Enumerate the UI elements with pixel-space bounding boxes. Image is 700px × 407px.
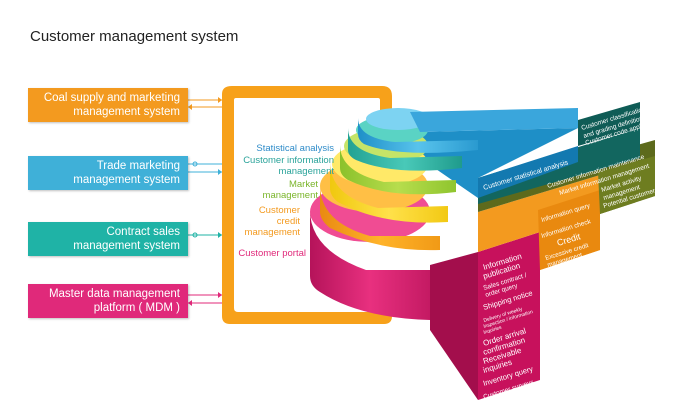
module-label: Customer portal	[238, 248, 306, 259]
module-market: Market management	[238, 179, 318, 201]
system-label: Coal supply and marketing	[43, 92, 180, 104]
module-customer-info: Customer information management	[228, 155, 334, 177]
module-customer-portal: Customer portal	[230, 248, 306, 259]
connectors	[188, 99, 222, 304]
system-contract-sales[interactable]: Contract sales management system	[28, 222, 188, 256]
module-label: Customer	[258, 205, 300, 216]
module-statistical-analysis: Statistical analysis	[238, 143, 334, 154]
module-label: management	[262, 190, 318, 201]
module-label: credit	[276, 216, 300, 227]
module-label: Market	[288, 179, 318, 190]
module-label: Customer information	[243, 155, 334, 166]
system-label: management system	[73, 106, 180, 118]
layer-top	[358, 108, 578, 153]
system-mdm[interactable]: Master data management platform ( MDM )	[28, 284, 188, 318]
system-label: Master data management	[48, 288, 180, 300]
panel-magenta	[478, 232, 540, 400]
module-label: Statistical analysis	[256, 143, 334, 154]
system-trade-marketing[interactable]: Trade marketing management system	[28, 156, 188, 190]
system-label: management system	[73, 240, 180, 252]
connector-arrows	[188, 97, 222, 306]
system-label: platform ( MDM )	[93, 302, 180, 314]
system-label: Contract sales	[106, 226, 180, 238]
system-coal-supply[interactable]: Coal supply and marketing management sys…	[28, 88, 188, 122]
module-label: management	[244, 227, 300, 238]
system-label: Trade marketing	[96, 160, 180, 172]
page-title: Customer management system	[30, 28, 239, 45]
module-label: management	[278, 166, 334, 177]
system-label: management system	[73, 174, 180, 186]
module-customer-credit: Customer credit management	[238, 205, 300, 238]
